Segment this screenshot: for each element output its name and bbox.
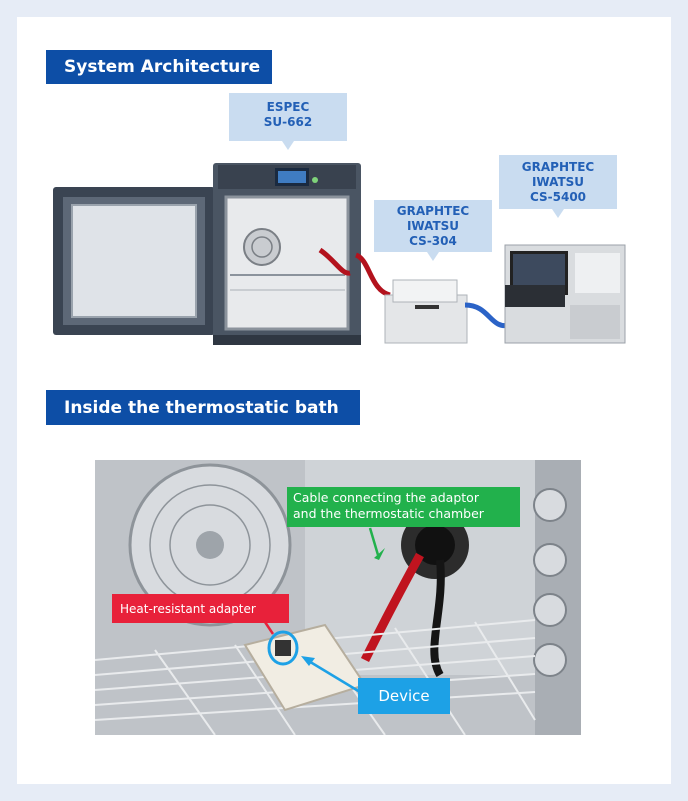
callout-espec: ESPEC SU-662 [229,93,347,150]
section-title-text: System Architecture [64,57,261,77]
callout-cs304: GRAPHTEC IWATSU CS-304 [374,200,492,261]
cable-label-line: Cable connecting the adaptor [293,490,479,505]
heat-resistant-adapter [243,623,367,712]
system-equipment-photo [53,163,626,345]
callout-line: GRAPHTEC [396,204,470,218]
callout-line: SU-662 [263,115,313,129]
cable-arrowhead [374,548,385,560]
black-cable-inside [430,559,445,678]
callout-line: IWATSU [531,175,585,189]
section-title-inside-bath: Inside the thermostatic bath [46,390,360,425]
section-title-text: Inside the thermostatic bath [64,397,339,418]
adapter-pointer [263,621,275,635]
device-arrow [306,658,361,694]
adapter-label-text: Heat-resistant adapter [120,601,256,616]
device-arrowhead [301,656,315,666]
device-highlight-circle [267,630,299,666]
callout-line: CS-5400 [529,190,587,204]
fan-grille [128,463,292,627]
section-title-system-architecture: System Architecture [46,50,272,84]
cable-arrow [368,527,380,556]
device-label: Device [358,678,450,714]
blue-cable [464,302,511,329]
callout-line: IWATSU [406,219,460,233]
chamber-open-door [53,187,215,335]
callout-line: GRAPHTEC [521,160,595,174]
cs5400-tester [504,244,626,344]
cable-label: Cable connecting the adaptor and the the… [287,487,520,527]
device-label-text: Device [378,687,430,705]
cable-label-line: and the thermostatic chamber [293,506,484,521]
chamber-wall-ports [533,488,567,677]
adapter-label: Heat-resistant adapter [112,594,289,623]
cs304-adaptor [384,279,468,344]
thermostatic-chamber [213,163,361,345]
callout-cs5400: GRAPHTEC IWATSU CS-5400 [499,155,617,218]
callout-line: CS-304 [409,234,457,248]
callout-line: ESPEC [266,100,310,114]
red-cable [354,252,391,298]
